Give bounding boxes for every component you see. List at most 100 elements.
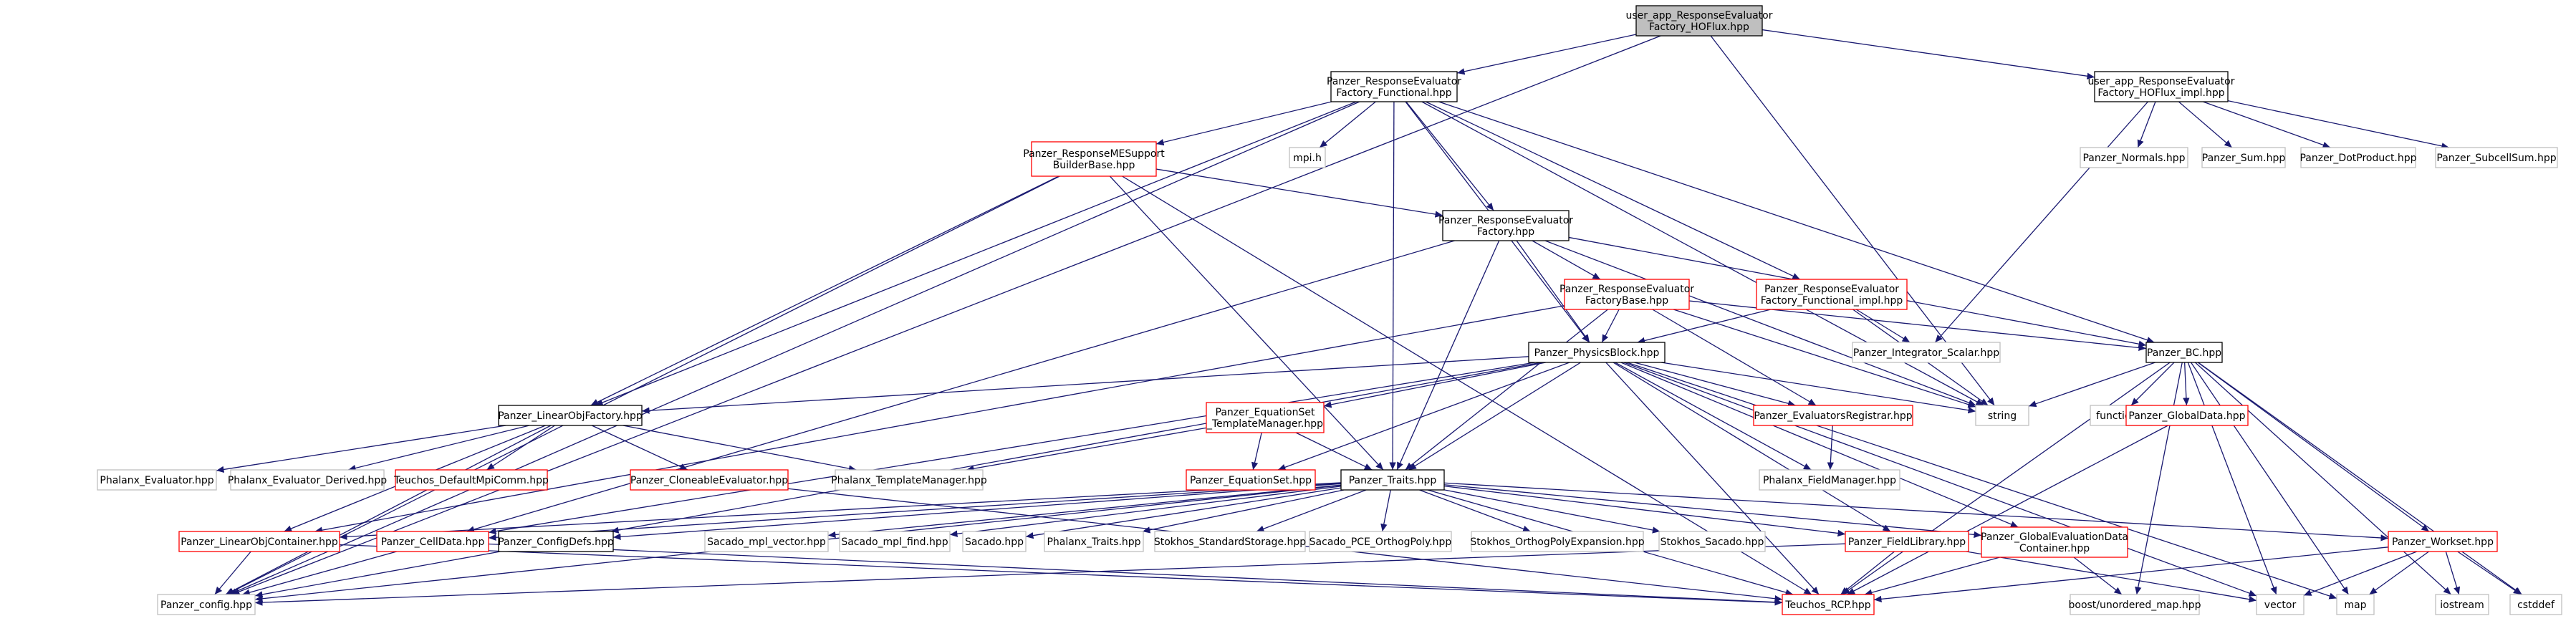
node-iostream[interactable]: iostream: [2435, 594, 2489, 615]
node-unordered_map[interactable]: boost/unordered_map.hpp: [2069, 594, 2201, 615]
node-traits[interactable]: Panzer_Traits.hpp: [1340, 469, 1445, 491]
node-box: [835, 469, 984, 491]
node-celldata[interactable]: Panzer_CellData.hpp: [376, 531, 489, 552]
node-label: Teuchos_RCP.hpp: [1784, 600, 1870, 611]
edge-mesupport-to-rcp: [1122, 175, 1812, 595]
node-integrator[interactable]: Panzer_Integrator_Scalar.hpp: [1852, 342, 2001, 363]
edge-factorybase-to-linobjcontainer: [314, 305, 1565, 534]
node-linobjcontainer[interactable]: Panzer_LinearObjContainer.hpp: [178, 531, 340, 552]
node-physicsblock[interactable]: Panzer_PhysicsBlock.hpp: [1528, 342, 1666, 363]
node-eqset[interactable]: Panzer_EquationSet.hpp: [1186, 469, 1316, 491]
node-normals[interactable]: Panzer_Normals.hpp: [2080, 147, 2188, 168]
edge-eqset_tm-to-eqset: [1251, 432, 1262, 471]
node-map[interactable]: map: [2336, 594, 2375, 615]
node-label: Container.hpp: [2019, 543, 2090, 554]
edge-bc-to-rcp: [1842, 362, 2171, 595]
edge-functional-to-linobjfactory: [595, 101, 1357, 406]
edge-physicsblock-to-celldata: [488, 362, 1535, 535]
node-label: Panzer_LinearObjFactory.hpp: [498, 410, 643, 422]
node-box: [1756, 279, 1908, 310]
node-label: Teuchos_DefaultMpiComm.hpp: [393, 475, 549, 486]
edge-workset-to-cstddef: [2457, 551, 2522, 595]
node-box: [1845, 531, 1969, 552]
node-sum[interactable]: Panzer_Sum.hpp: [2201, 147, 2286, 168]
node-box: [1340, 469, 1445, 491]
node-box: [1975, 405, 2029, 426]
node-box: [1564, 279, 1690, 310]
node-subcellsum[interactable]: Panzer_SubcellSum.hpp: [2435, 147, 2558, 168]
node-box: [2435, 147, 2558, 168]
node-box: [1782, 594, 1875, 615]
node-label: Panzer_Workset.hpp: [2392, 536, 2494, 548]
node-linobjfactory[interactable]: Panzer_LinearObjFactory.hpp: [498, 405, 643, 426]
node-label: Factory.hpp: [1477, 226, 1534, 238]
node-cstddef[interactable]: cstddef: [2509, 594, 2562, 615]
node-box: [2070, 594, 2200, 615]
node-vector[interactable]: vector: [2256, 594, 2305, 615]
node-stokhos_ss[interactable]: Stokhos_StandardStorage.hpp: [1154, 531, 1306, 552]
node-box: [1154, 531, 1306, 552]
node-mpi[interactable]: mpi.h: [1289, 147, 1326, 168]
node-label: Phalanx_Evaluator.hpp: [100, 475, 213, 486]
node-sacado_mpl_vector[interactable]: Sacado_mpl_vector.hpp: [704, 531, 829, 552]
node-eqset_tm[interactable]: Panzer_EquationSet_TemplateManager.hpp: [1206, 402, 1325, 433]
node-sacado_mpl_find[interactable]: Sacado_mpl_find.hpp: [839, 531, 951, 552]
node-stokhos_ope[interactable]: Stokhos_OrthogPolyExpansion.hpp: [1470, 531, 1645, 552]
node-phx_tm[interactable]: Phalanx_TemplateManager.hpp: [831, 469, 987, 491]
node-phx_fm[interactable]: Phalanx_FieldManager.hpp: [1759, 469, 1900, 491]
node-label: mpi.h: [1293, 153, 1322, 164]
node-label: vector: [2264, 600, 2297, 611]
node-sacado_pce[interactable]: Sacado_PCE_OrthogPoly.hpp: [1309, 531, 1452, 552]
node-stokhos_sacado[interactable]: Stokhos_Sacado.hpp: [1658, 531, 1766, 552]
node-box: [376, 531, 489, 552]
node-phx_eval_derived[interactable]: Phalanx_Evaluator_Derived.hpp: [228, 469, 387, 491]
edge-traits-to-configdefs: [612, 483, 1342, 541]
node-dotproduct[interactable]: Panzer_DotProduct.hpp: [2299, 147, 2417, 168]
node-root[interactable]: user_app_ResponseEvaluatorFactory_HOFlux…: [1626, 5, 1773, 37]
node-hoflux_impl[interactable]: user_app_ResponseEvaluatorFactory_HOFlux…: [2088, 71, 2235, 102]
node-functional[interactable]: Panzer_ResponseEvaluatorFactory_Function…: [1327, 71, 1461, 102]
edge-hoflux_impl-to-sum: [2178, 101, 2233, 148]
node-sacado[interactable]: Sacado.hpp: [962, 531, 1027, 552]
node-functional_impl[interactable]: Panzer_ResponseEvaluatorFactory_Function…: [1756, 279, 1908, 310]
edge-linobjcontainer-to-rcp: [339, 544, 1783, 606]
node-label: Sacado.hpp: [965, 536, 1024, 548]
edge-functional-to-ref_factory: [1405, 101, 1494, 211]
node-string[interactable]: string: [1975, 405, 2029, 426]
edge-physicsblock-to-rcp: [1605, 362, 1820, 595]
node-box: [704, 531, 829, 552]
node-bc[interactable]: Panzer_BC.hpp: [2145, 342, 2223, 363]
node-evalregistrar[interactable]: Panzer_EvaluatorsRegistrar.hpp: [1753, 405, 1913, 426]
edge-bc-to-globaldata: [2183, 362, 2190, 406]
node-fieldlibrary[interactable]: Panzer_FieldLibrary.hpp: [1845, 531, 1969, 552]
node-rcp[interactable]: Teuchos_RCP.hpp: [1782, 594, 1875, 615]
node-workset[interactable]: Panzer_Workset.hpp: [2388, 531, 2498, 552]
edge-traits-to-linobjcontainer: [339, 482, 1342, 541]
edge-physicsblock-to-vector: [1623, 362, 2257, 597]
node-cloneable[interactable]: Panzer_CloneableEvaluator.hpp: [630, 469, 789, 491]
node-phx_eval[interactable]: Phalanx_Evaluator.hpp: [97, 469, 217, 491]
node-teuchos_mpicomm[interactable]: Teuchos_DefaultMpiComm.hpp: [393, 469, 549, 491]
node-box: [2300, 147, 2416, 168]
node-phx_traits[interactable]: Phalanx_Traits.hpp: [1044, 531, 1144, 552]
edge-fieldlibrary-to-rcp: [1840, 551, 1895, 595]
node-box: [1309, 531, 1452, 552]
edge-physicsblock-to-evalregistrar: [1634, 362, 1796, 407]
node-box: [178, 531, 340, 552]
edge-functional-to-functional_impl: [1425, 101, 1801, 280]
edge-globalevaldata-to-rcp: [1864, 557, 2000, 596]
node-box: [498, 531, 614, 552]
edge-bc-to-cstddef: [2198, 362, 2522, 595]
node-configdefs[interactable]: Panzer_ConfigDefs.hpp: [498, 531, 614, 552]
node-box: [2080, 147, 2188, 168]
edge-workset-to-rcp: [1873, 547, 2389, 603]
node-globaldata[interactable]: Panzer_GlobalData.hpp: [2125, 405, 2249, 426]
node-config[interactable]: Panzer_config.hpp: [157, 594, 256, 615]
edge-factorybase-to-evalregistrar: [1652, 309, 1817, 406]
node-box: [1528, 342, 1666, 363]
